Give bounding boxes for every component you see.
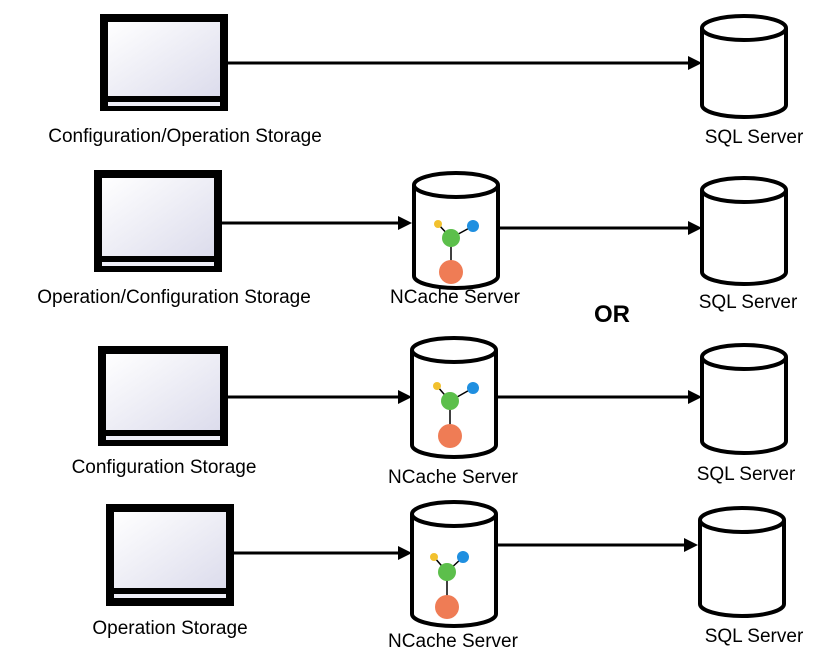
ncache-server-label: NCache Server — [388, 467, 518, 488]
monitor-icon — [98, 346, 228, 446]
database-icon — [698, 506, 786, 618]
sql-server-label: SQL Server — [704, 626, 804, 647]
ncache-server-icon — [412, 171, 500, 290]
database-icon — [700, 176, 788, 286]
source-label: Operation/Configuration Storage — [37, 287, 311, 308]
source-label: Configuration/Operation Storage — [48, 126, 322, 147]
arrow — [496, 538, 698, 552]
source-label: Operation Storage — [92, 618, 248, 639]
monitor-icon — [94, 170, 222, 272]
ncache-server-icon — [410, 336, 498, 459]
database-icon — [700, 14, 788, 119]
ncache-server-icon — [410, 500, 498, 628]
row-2 — [94, 170, 788, 290]
arrow — [228, 390, 412, 404]
monitor-icon — [100, 14, 228, 111]
arrow — [234, 546, 412, 560]
database-icon — [700, 343, 788, 455]
ncache-server-label: NCache Server — [388, 631, 518, 652]
arrow — [496, 390, 702, 404]
sql-server-label: SQL Server — [698, 292, 798, 313]
arrow — [228, 56, 702, 70]
source-label: Configuration Storage — [71, 457, 257, 478]
monitor-icon — [106, 504, 234, 606]
sql-server-label: SQL Server — [696, 464, 796, 485]
row-1 — [100, 14, 788, 119]
arrow — [498, 221, 702, 235]
ncache-server-label: NCache Server — [390, 287, 520, 308]
sql-server-label: SQL Server — [704, 127, 804, 148]
row-4 — [106, 500, 786, 628]
or-separator-label: OR — [594, 301, 630, 328]
row-3 — [98, 336, 788, 459]
arrow — [222, 216, 412, 230]
